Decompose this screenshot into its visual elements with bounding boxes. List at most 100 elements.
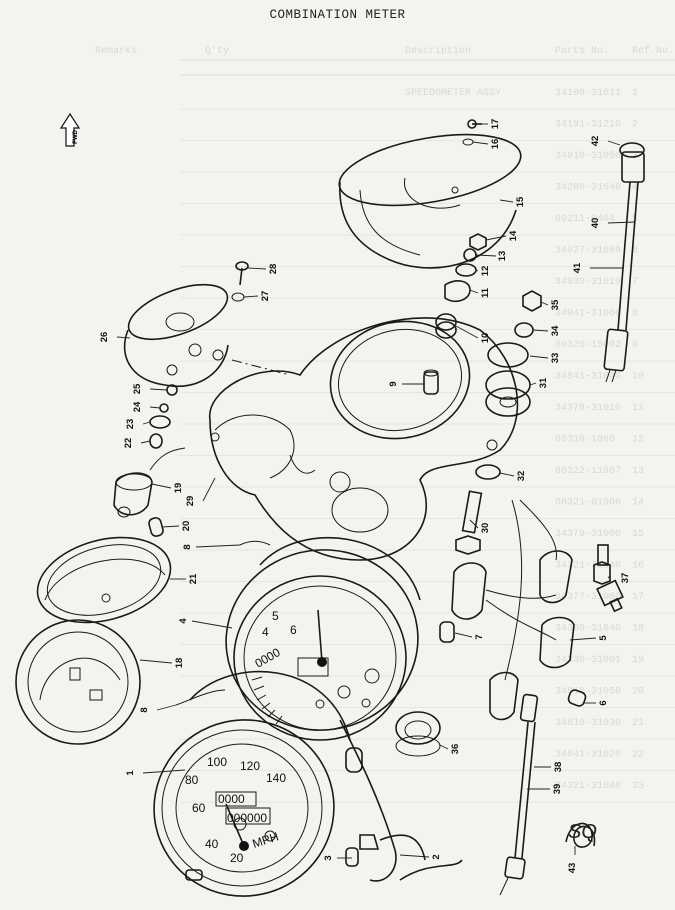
ghost-cell: 18: [632, 624, 644, 635]
callout-8-upper: 8: [182, 544, 193, 549]
ghost-cell: 21: [632, 718, 644, 729]
callout-42: 42: [590, 136, 601, 147]
callout-9: 9: [388, 381, 399, 386]
ghost-cell: 11: [632, 403, 644, 414]
ghost-header-ref: Ref.No.: [632, 45, 674, 57]
ghost-cell: 10: [632, 372, 644, 383]
part-rubber-cushion: [485, 290, 542, 417]
tacho-number-5: 5: [272, 609, 279, 623]
callout-22: 22: [123, 438, 134, 449]
part-mount-8: [175, 359, 291, 706]
ghost-cell: 6: [632, 246, 638, 257]
diagram-title: COMBINATION METER: [269, 8, 406, 22]
part-small-bushings: [149, 384, 178, 449]
ghost-cell: 12: [632, 435, 644, 446]
ghost-cell: 8: [632, 309, 638, 320]
callout-25: 25: [132, 383, 143, 394]
callout-26: 26: [99, 332, 110, 343]
callout-20: 20: [181, 521, 192, 532]
part-tacho-housing: [36, 536, 172, 624]
speedo-number-140: 140: [266, 771, 286, 785]
callout-30: 30: [480, 523, 491, 534]
callout-28: 28: [268, 264, 279, 275]
ghost-cell: 34841-31040: [555, 372, 621, 383]
ghost-cell: 34927-31080: [555, 246, 621, 257]
callout-6: 6: [598, 700, 609, 705]
tacho-number-4: 4: [262, 625, 269, 639]
part-sensor-37: [593, 544, 624, 613]
callout-11: 11: [480, 287, 491, 298]
ghost-header-parts: Parts No.: [555, 46, 609, 57]
callout-29: 29: [185, 496, 196, 507]
callout-21: 21: [188, 573, 199, 584]
fwd-label: FWD: [73, 130, 79, 144]
callout-labels: 1 2 3 4 5 6 7 8 8 9 10 11 12 13 14 15 16…: [99, 119, 631, 874]
ghost-cell: 1: [632, 88, 638, 99]
speedo-number-60: 60: [192, 801, 206, 815]
ghost-parts-table: Ref.No. Parts No. Description Q'ty Remar…: [95, 45, 675, 803]
part-bolt: [455, 464, 501, 555]
speedo-odometer: 000000: [227, 811, 267, 825]
callout-2: 2: [431, 854, 442, 859]
signature-text: SQ: [568, 821, 597, 843]
ghost-header-remarks: Remarks: [95, 45, 137, 57]
ghost-cell: 20: [632, 687, 644, 698]
callout-16: 16: [490, 139, 501, 150]
callout-24: 24: [132, 401, 143, 412]
speedo-number-20: 20: [230, 851, 244, 865]
callout-14: 14: [508, 230, 519, 241]
ghost-cell: 22: [632, 750, 644, 761]
callout-19: 19: [173, 483, 184, 494]
speedo-number-40: 40: [205, 837, 219, 851]
speedo-trip: 0000: [218, 792, 245, 806]
callout-5: 5: [598, 635, 609, 641]
part-grommet-36: [395, 711, 441, 757]
ghost-cell: 09320-15002: [555, 340, 621, 351]
ghost-cell: 34321-31040: [555, 561, 621, 572]
callout-41: 41: [572, 262, 583, 273]
callout-3: 3: [323, 855, 334, 860]
part-screw-28: [231, 261, 249, 302]
ghost-cell: 34939-31010: [555, 277, 621, 288]
callout-39: 39: [552, 784, 563, 795]
part-tacho-unit: [15, 619, 141, 745]
callout-18: 18: [174, 658, 185, 669]
ghost-cell: 34321-31040: [555, 781, 621, 792]
callout-40: 40: [590, 218, 601, 229]
ghost-cell: 9: [632, 340, 638, 351]
part-bulb-socket-19: [113, 447, 186, 518]
ghost-cell: 34810-31030: [555, 718, 621, 729]
part-stud: [423, 369, 439, 395]
ghost-cell: 19: [632, 655, 644, 666]
callout-37: 37: [620, 573, 631, 584]
ghost-cell: 34379-31000: [555, 529, 621, 540]
ghost-cell: 08322-11067: [555, 466, 621, 477]
callout-8-lower: 8: [139, 707, 150, 712]
ghost-cell: 34941-31060: [555, 309, 621, 320]
ghost-cell: 34100-31011: [555, 88, 621, 99]
callout-43: 43: [567, 863, 578, 874]
callout-32: 32: [516, 471, 527, 482]
ghost-cell: 08310-1060: [555, 435, 615, 446]
signature-mark: SQ: [568, 821, 597, 843]
callout-38: 38: [553, 762, 564, 773]
callout-4: 4: [178, 618, 189, 624]
part-speedometer: 20 40 60 80 100 120 140 000000 0000 MPH: [153, 670, 351, 897]
part-tachometer: 4 5 6 0000: [225, 537, 421, 741]
ghost-cell: 14: [632, 498, 644, 509]
callout-31: 31: [538, 377, 549, 388]
ghost-cell: SPEEDOMETER ASSY: [405, 88, 501, 99]
ghost-cell: 34910-31050: [555, 687, 621, 698]
part-meter-case: [209, 317, 519, 561]
ghost-cell: 09211-0404: [555, 214, 615, 225]
callout-33: 33: [550, 353, 561, 364]
ghost-cell: 16: [632, 561, 644, 572]
callout-leader-lines: [116, 123, 636, 859]
part-upper-cup-cover: [338, 133, 522, 269]
part-bulb-20: [148, 517, 164, 537]
callout-36: 36: [450, 744, 461, 755]
ghost-cell: 34378-31010: [555, 403, 621, 414]
